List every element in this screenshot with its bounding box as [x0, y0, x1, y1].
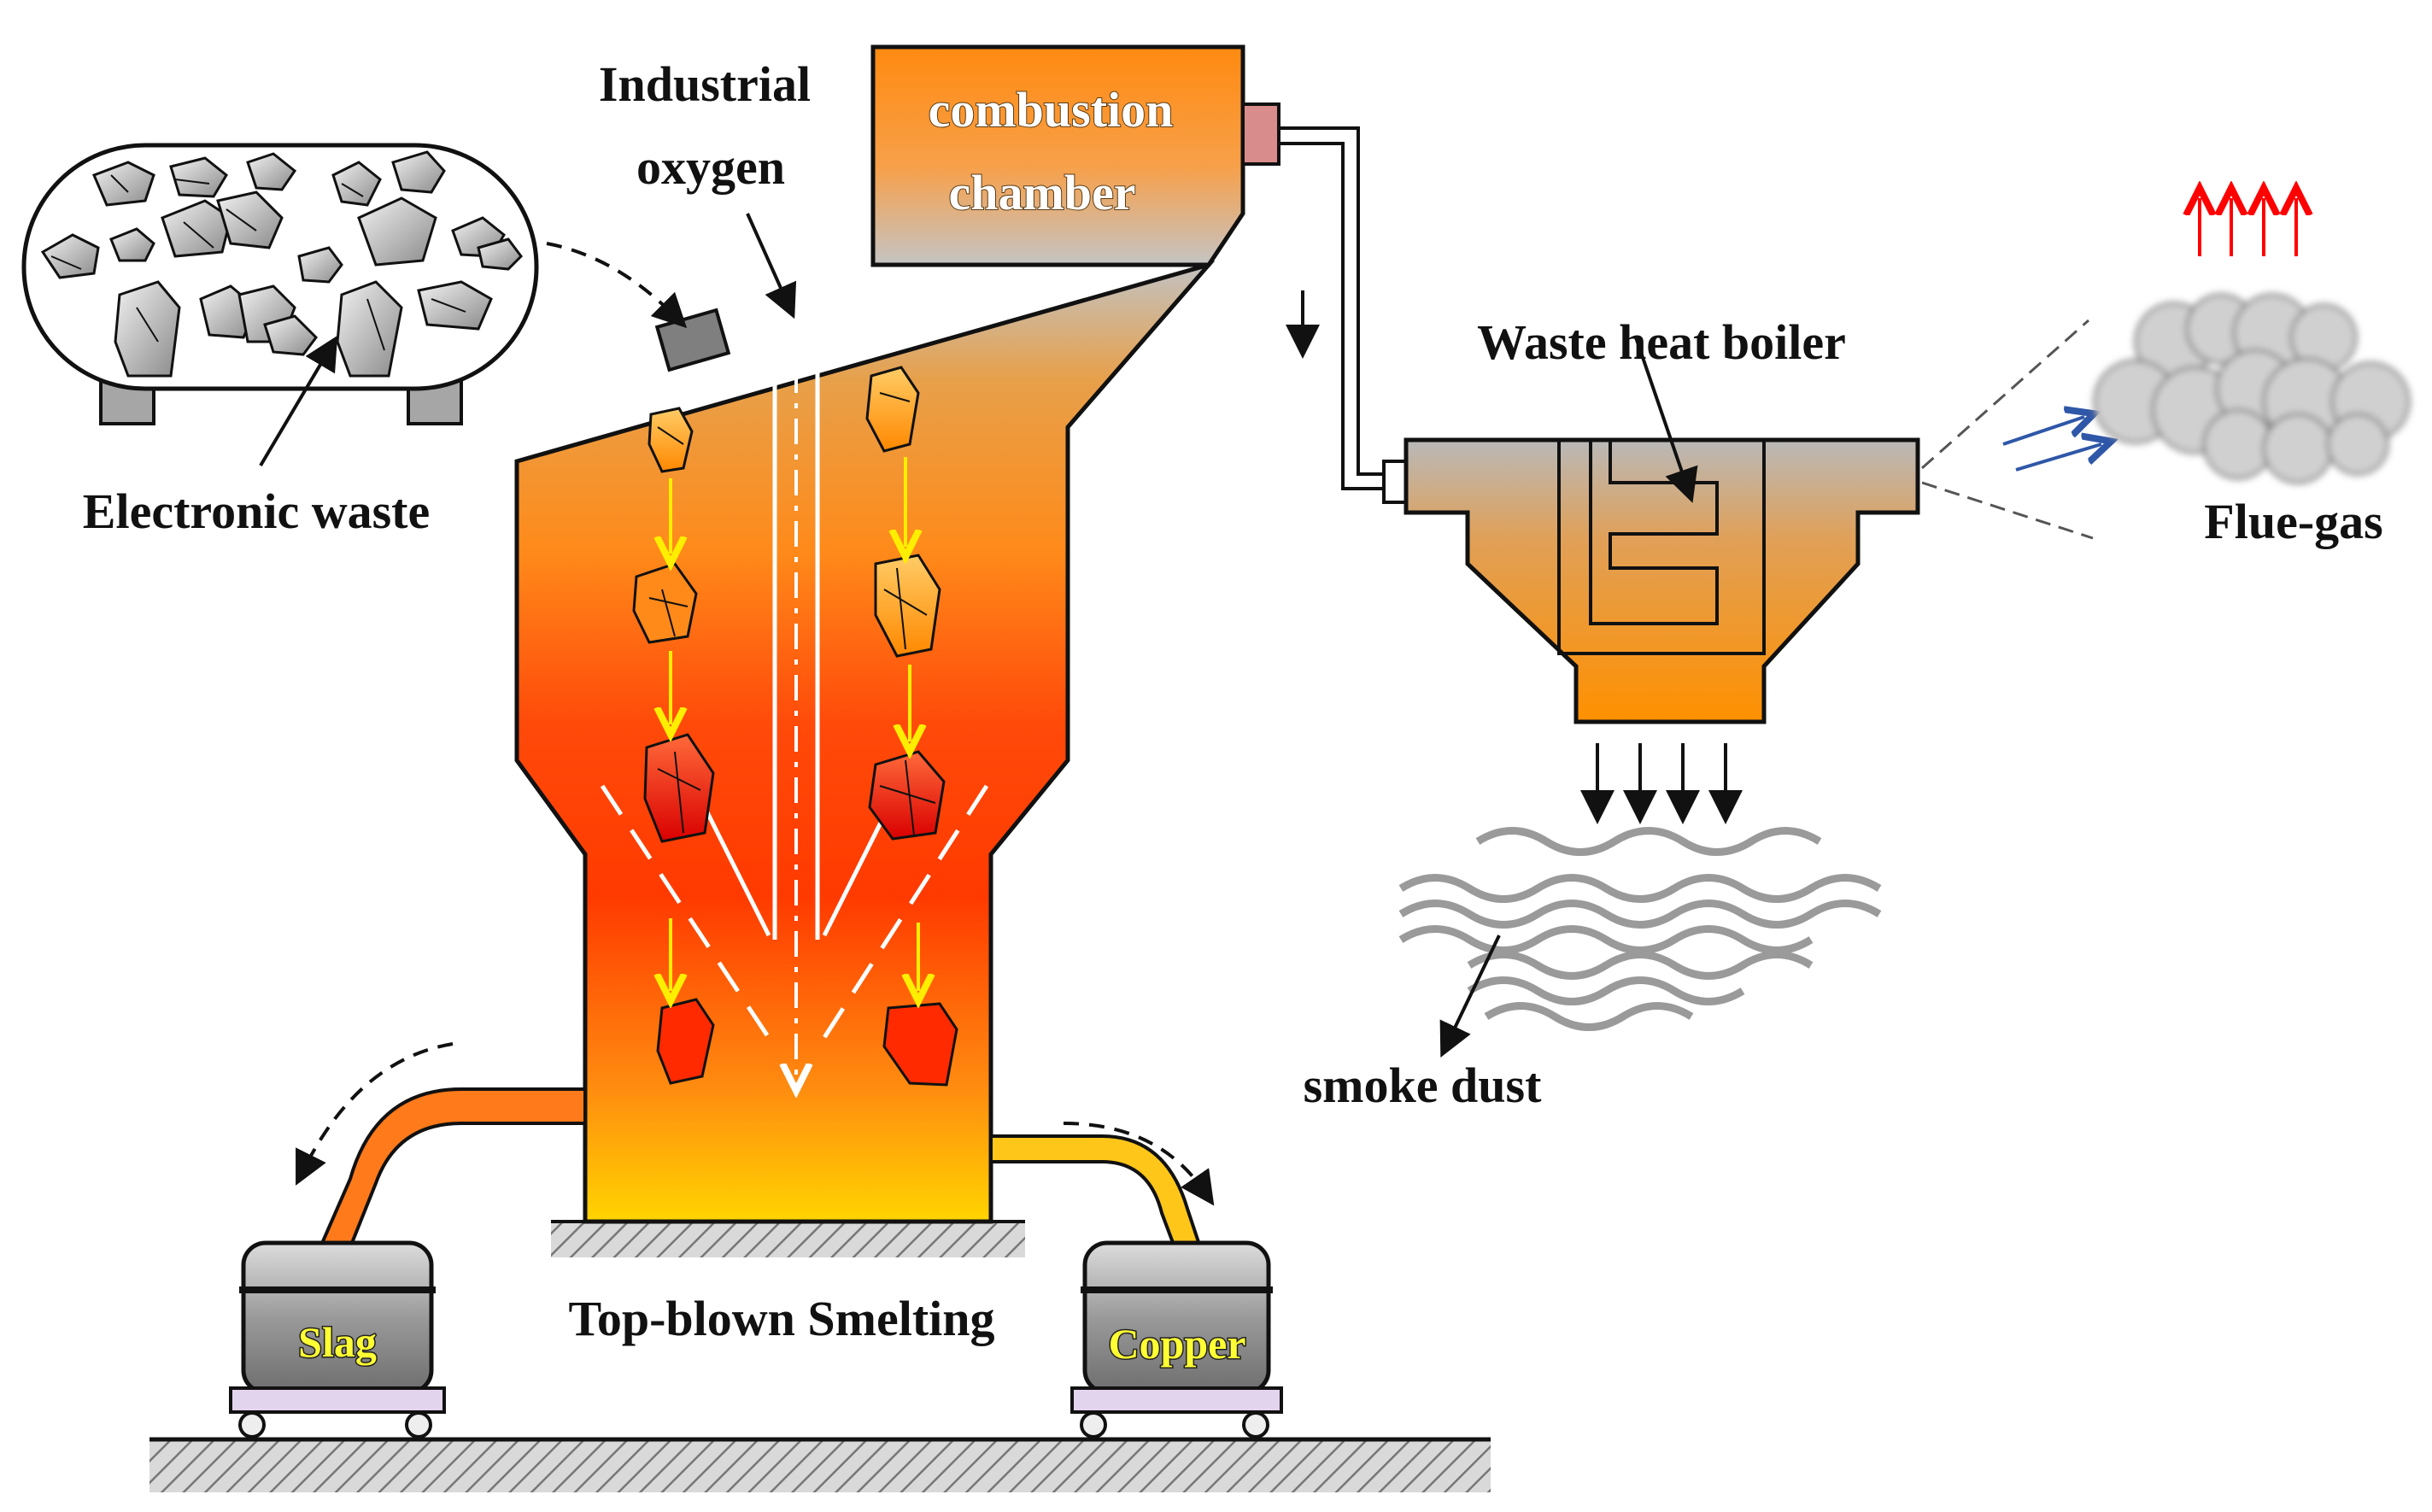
material-flow-arrows: [671, 457, 918, 991]
boiler-pointer: [1634, 337, 1698, 503]
top-blown-furnace: [514, 261, 1216, 1224]
waste-heat-boiler: [1404, 337, 1920, 724]
copper-container: [1070, 1240, 1283, 1439]
smoke-dust-pointer: [1439, 935, 1501, 1058]
label-slag: Slag: [298, 1318, 377, 1366]
heat-exchanger-coil: [1589, 440, 1719, 625]
furnace-base: [551, 1220, 1025, 1257]
label-electronic-waste: Electronic waste: [83, 483, 430, 539]
label-smoke-dust: smoke dust: [1304, 1058, 1542, 1113]
electronic-waste-hopper: [21, 143, 539, 425]
oxygen-lance: [772, 308, 820, 1081]
flue-pipe: [1279, 126, 1408, 504]
label-industrial: Industrial: [599, 56, 811, 112]
label-chamber: chamber: [948, 165, 1135, 220]
combustion-chamber: [870, 44, 1280, 267]
feed-dashed-arrow: [546, 242, 688, 329]
rock-cracks-furnace: [648, 392, 936, 836]
ground: [149, 1437, 1491, 1492]
chamber-outlet: [1241, 103, 1280, 166]
smoke-dust-waves: [1398, 827, 1882, 1031]
flue-gas-red-arrows: [2200, 198, 2296, 256]
feed-port: [654, 308, 731, 372]
label-copper: Copper: [1108, 1320, 1245, 1368]
dust-down-arrows: [1580, 743, 1743, 824]
ewaste-pointer: [259, 335, 338, 467]
waste-rock-cracks: [50, 174, 466, 351]
oxygen-pointer: [746, 213, 797, 319]
label-top-blown-smelting: Top-blown Smelting: [568, 1291, 994, 1346]
slag-container: [229, 1240, 446, 1439]
label-oxygen: oxygen: [636, 139, 785, 195]
flue-gas-clouds: [2093, 293, 2411, 484]
slag-tap: [296, 1042, 587, 1249]
flue-gas-fan-lines: [1921, 319, 2094, 540]
label-combustion: combustion: [929, 82, 1174, 138]
label-flue-gas: Flue-gas: [2204, 494, 2382, 549]
copper-tap: [989, 1122, 1215, 1249]
label-waste-heat-boiler: Waste heat boiler: [1477, 314, 1846, 370]
waste-rocks: [40, 150, 523, 378]
flue-gas-blue-arrows: [2002, 417, 2101, 472]
